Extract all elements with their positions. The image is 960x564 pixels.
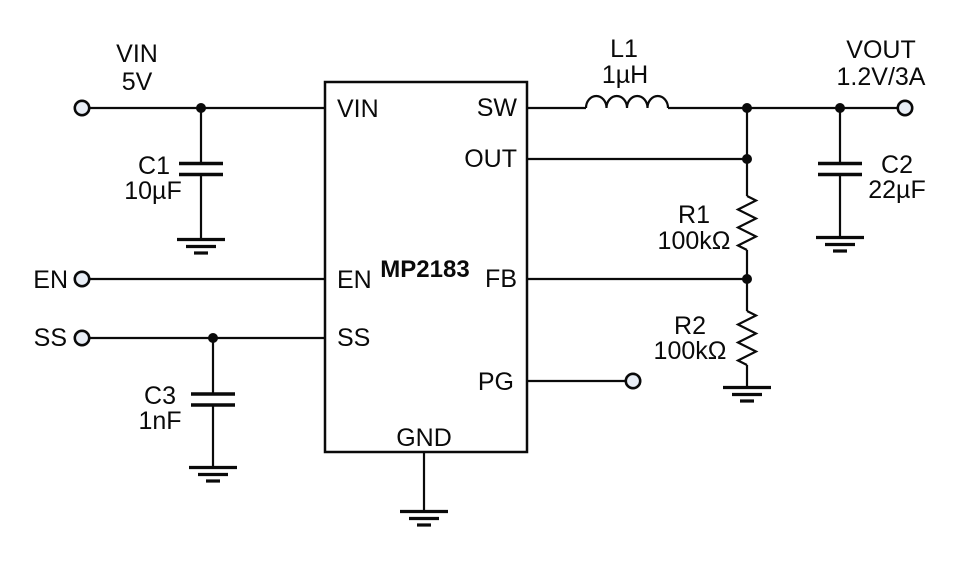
r1-ref-label: R1 (678, 201, 710, 229)
port-vin: VIN 5V (73, 40, 158, 117)
r1-value-label: 100kΩ (658, 227, 731, 255)
c3-value-label: 1nF (138, 407, 181, 435)
ic-pin-pg: PG (478, 368, 514, 396)
port-en: EN (33, 266, 91, 294)
vout-port-label: VOUT (846, 36, 915, 64)
c2-value-label: 22µF (868, 176, 925, 204)
l1-ref-label: L1 (610, 35, 638, 63)
ground-icon (187, 465, 239, 483)
ic-pin-en: EN (337, 266, 372, 294)
ground-icon (721, 385, 773, 403)
l1-value-label: 1µH (602, 61, 648, 89)
port-ss: SS (34, 324, 91, 352)
ic-mp2183: VIN EN SS SW OUT FB PG GND MP2183 (323, 80, 529, 454)
r2-zigzag (735, 310, 759, 366)
c1-value-label: 10µF (124, 177, 181, 205)
r1-zigzag (735, 195, 759, 251)
r2-value-label: 100kΩ (654, 337, 727, 365)
r2-ref-label: R2 (674, 312, 706, 340)
ic-body (323, 80, 529, 454)
capacitor-c3: C3 1nF (138, 338, 239, 483)
c2-ref-label: C2 (881, 151, 913, 179)
resistor-r1: R1 100kΩ (658, 159, 759, 279)
c3-ref-label: C3 (144, 382, 176, 410)
ic-part-number: MP2183 (380, 256, 469, 283)
l1-coil (584, 94, 670, 109)
ic-pin-sw: SW (477, 94, 518, 122)
vin-terminal-icon (73, 99, 91, 117)
capacitor-c1: C1 10µF (124, 108, 227, 255)
en-port-label: EN (33, 266, 68, 294)
ic-pin-out: OUT (464, 145, 517, 173)
junction-dot (742, 103, 752, 113)
ground-icon (398, 509, 450, 527)
ground-icon (175, 237, 227, 255)
ground-icon (814, 235, 866, 253)
vout-terminal-icon (896, 99, 914, 117)
vout-port-value: 1.2V/3A (837, 63, 926, 91)
vin-port-value: 5V (122, 68, 153, 96)
port-vout: VOUT 1.2V/3A (837, 36, 926, 117)
ic-pin-fb: FB (485, 265, 517, 293)
pg-terminal-icon (624, 372, 642, 390)
en-terminal-icon (73, 270, 91, 288)
port-pg (624, 372, 642, 390)
resistor-r2: R2 100kΩ (654, 279, 773, 403)
ic-pin-ss: SS (337, 324, 370, 352)
ss-port-label: SS (34, 324, 67, 352)
vin-port-label: VIN (116, 40, 158, 68)
c1-ref-label: C1 (138, 152, 170, 180)
inductor-l1: L1 1µH (584, 35, 670, 109)
ic-pin-vin: VIN (337, 95, 379, 123)
ss-terminal-icon (73, 329, 91, 347)
capacitor-c2: C2 22µF (814, 108, 926, 253)
wires (89, 106, 898, 510)
ic-pin-gnd: GND (396, 424, 452, 452)
